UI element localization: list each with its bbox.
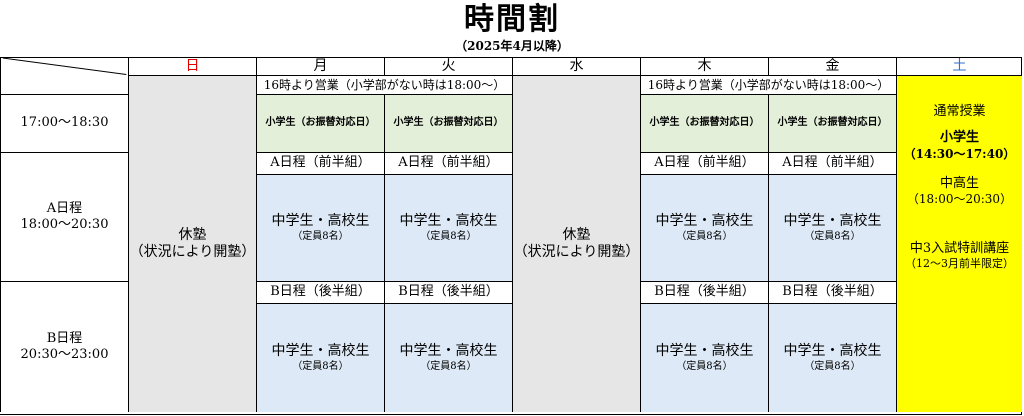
class-name: 中学生・高校生: [271, 213, 370, 229]
a-class-tue: 中学生・高校生 （定員8名）: [384, 174, 512, 281]
a-group-thu: A日程（前半組）: [640, 152, 768, 174]
a-class-mon: 中学生・高校生 （定員8名）: [256, 174, 384, 281]
class-capacity: （定員8名）: [676, 230, 733, 242]
b-group-fri: B日程（後半組）: [768, 281, 896, 303]
class-capacity: （定員8名）: [804, 360, 861, 372]
a-group-fri: A日程（前半組）: [768, 152, 896, 174]
closed-label: 休塾: [562, 226, 591, 243]
row-b-name: B日程: [46, 330, 83, 346]
b-class-mon: 中学生・高校生 （定員8名）: [256, 303, 384, 412]
day-header-mon: 月: [256, 57, 384, 75]
class-capacity: （定員8名）: [420, 360, 477, 372]
class-name: 中学生・高校生: [783, 343, 882, 359]
b-class-thu: 中学生・高校生 （定員8名）: [640, 303, 768, 412]
a-class-thu: 中学生・高校生 （定員8名）: [640, 174, 768, 281]
day-header-wed: 水: [512, 57, 640, 75]
saturday-special-period: （12～3月前半限定）: [905, 257, 1014, 270]
row-b-time: 20:30～23:00: [20, 347, 109, 362]
wednesday-closed: 休塾 （状況により開塾）: [512, 75, 640, 412]
saturday-schedule: 通常授業 小学生 （14:30～17:40） 中高生 （18:00～20:30）…: [896, 75, 1022, 412]
class-capacity: （定員8名）: [292, 360, 349, 372]
row-a-time: 18:00～20:30: [20, 217, 109, 232]
closed-note: （状況により開塾）: [129, 244, 256, 260]
saturday-middle-high-label: 中高生: [939, 175, 979, 191]
a-group-tue: A日程（前半組）: [384, 152, 512, 174]
saturday-elementary-time: （14:30～17:40）: [903, 146, 1016, 161]
class-name: 中学生・高校生: [271, 343, 370, 359]
saturday-special-course: 中3入試特訓講座: [909, 240, 1010, 256]
b-group-tue: B日程（後半組）: [384, 281, 512, 303]
elementary-makeup-tue: 小学生（お振替対応日）: [384, 94, 512, 152]
sunday-closed: 休塾 （状況により開塾）: [128, 75, 256, 412]
open-note-thu-fri: 16時より営業（小学部がない時は18:00～）: [640, 75, 896, 94]
class-name: 中学生・高校生: [655, 213, 754, 229]
row-label-1700: 17:00～18:30: [0, 94, 128, 152]
row-label-a: A日程 18:00～20:30: [0, 152, 128, 281]
b-class-tue: 中学生・高校生 （定員8名）: [384, 303, 512, 412]
closed-label: 休塾: [178, 226, 207, 243]
b-group-thu: B日程（後半組）: [640, 281, 768, 303]
saturday-normal-class: 通常授業: [933, 104, 986, 119]
class-capacity: （定員8名）: [292, 230, 349, 242]
page-title: 時間割: [464, 2, 560, 37]
day-header-thu: 木: [640, 57, 768, 75]
class-name: 中学生・高校生: [783, 213, 882, 229]
day-header-tue: 火: [384, 57, 512, 75]
saturday-elementary-label: 小学生: [939, 130, 979, 146]
day-header-sat: 土: [896, 57, 1022, 75]
corner-cell: [0, 57, 128, 94]
class-name: 中学生・高校生: [655, 343, 754, 359]
elementary-makeup-mon: 小学生（お振替対応日）: [256, 94, 384, 152]
class-capacity: （定員8名）: [804, 230, 861, 242]
class-name: 中学生・高校生: [399, 343, 498, 359]
class-name: 中学生・高校生: [399, 213, 498, 229]
class-capacity: （定員8名）: [420, 230, 477, 242]
elementary-makeup-fri: 小学生（お振替対応日）: [768, 94, 896, 152]
row-time-1700: 17:00～18:30: [20, 115, 109, 131]
row-label-b: B日程 20:30～23:00: [0, 281, 128, 412]
saturday-middle-high-time: （18:00～20:30）: [906, 191, 1013, 206]
page-subtitle: （2025年4月以降）: [455, 39, 569, 53]
a-group-mon: A日程（前半組）: [256, 152, 384, 174]
timetable: 日 月 火 水 木 金 土 17:00～18:30 A日程 18:00～20:3…: [0, 57, 1022, 415]
a-class-fri: 中学生・高校生 （定員8名）: [768, 174, 896, 281]
elementary-makeup-thu: 小学生（お振替対応日）: [640, 94, 768, 152]
b-group-mon: B日程（後半組）: [256, 281, 384, 303]
b-class-fri: 中学生・高校生 （定員8名）: [768, 303, 896, 412]
open-note-mon-tue: 16時より営業（小学部がない時は18:00～）: [256, 75, 512, 94]
class-capacity: （定員8名）: [676, 360, 733, 372]
closed-note: （状況により開塾）: [513, 244, 640, 260]
diagonal-line: [2, 58, 127, 76]
row-a-name: A日程: [46, 200, 83, 216]
day-header-fri: 金: [768, 57, 896, 75]
day-header-sun: 日: [128, 57, 256, 75]
